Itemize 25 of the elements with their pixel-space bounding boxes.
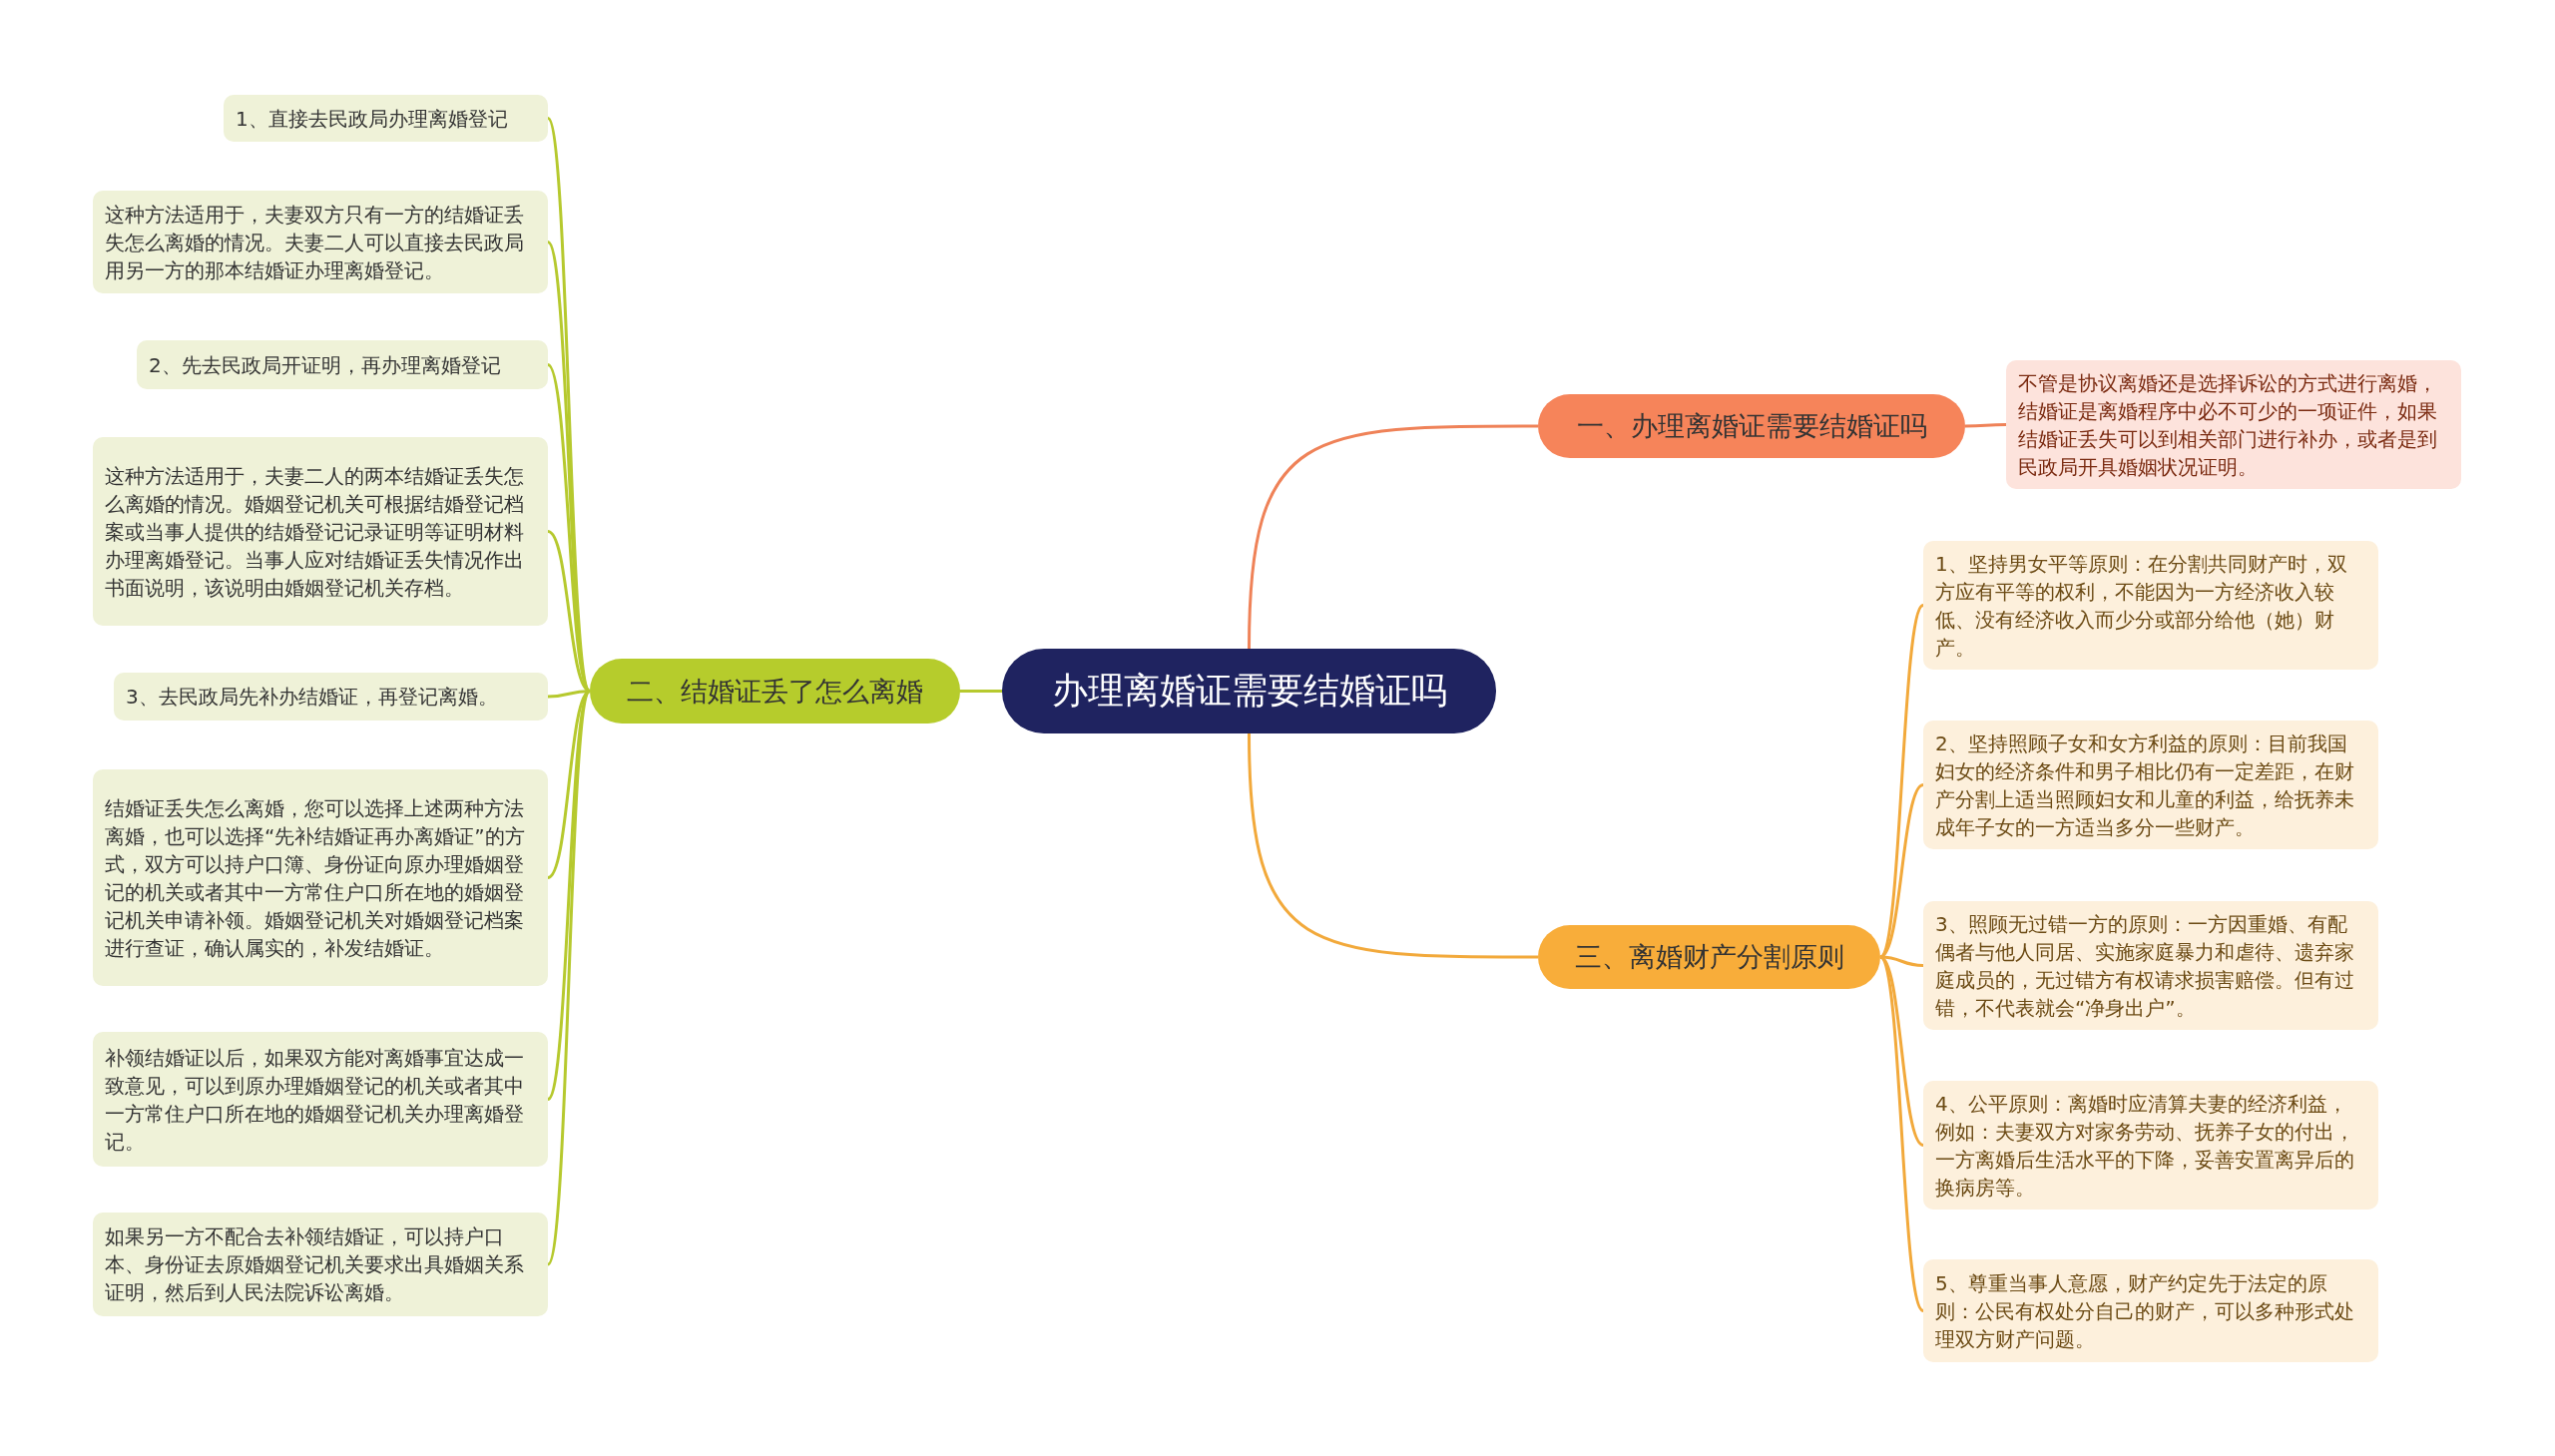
connector-line [1879, 783, 1924, 959]
connector-line [1879, 955, 1924, 1147]
note-box: 3、照顾无过错一方的原则：一方因重婚、有配偶者与他人同居、实施家庭暴力和虐待、遗弃家庭成员的，无过错方有权请求损害赔偿。但有过错，不代表就会“净身出户”。 [1923, 901, 2378, 1030]
note-box: 结婚证丢失怎么离婚，您可以选择上述两种方法离婚，也可以选择“先补结婚证再办离婚证”的方式，双方可以持户口簿、身份证向原办理婚姻登记的机关或者其中一方常住户口所在地的婚姻登记机关申请补领。婚姻登记机关对婚姻登记档案进行查证，确认属实的，补发结婚证。 [93, 769, 548, 986]
connector-line [1965, 423, 2006, 428]
note-box: 如果另一方不配合去补领结婚证，可以持户口本、身份证去原婚姻登记机关要求出具婚姻关系证明，然后到人民法院诉讼离婚。 [93, 1213, 548, 1316]
central-topic: 办理离婚证需要结婚证吗 [1002, 649, 1496, 733]
connector-line [960, 690, 1002, 693]
note-box: 不管是协议离婚还是选择诉讼的方式进行离婚，结婚证是离婚程序中必不可少的一项证件，如果结婚证丢失可以到相关部门进行补办，或者是到民政局开具婚姻状况证明。 [2006, 360, 2461, 489]
connector-line [1248, 732, 1538, 959]
note-box: 1、坚持男女平等原则：在分割共同财产时，双方应有平等的权利，不能因为一方经济收入较低、没有经济收入而少分或部分给他（她）财产。 [1923, 541, 2378, 670]
note-box: 1、直接去民政局办理离婚登记 [224, 95, 548, 142]
connector-line [1248, 424, 1538, 650]
note-box: 补领结婚证以后，如果双方能对离婚事宜达成一致意见，可以到原办理婚姻登记的机关或者其中一方常住户口所在地的婚姻登记机关办理离婚登记。 [93, 1032, 548, 1167]
connector-line [1878, 956, 1925, 1312]
note-box: 3、去民政局先补办结婚证，再登记离婚。 [114, 673, 548, 721]
note-box: 2、先去民政局开证明，再办理离婚登记 [137, 340, 548, 389]
note-box: 4、公平原则：离婚时应清算夫妻的经济利益，例如：夫妻双方对家务劳动、抚养子女的付出，一方离婚后生活水平的下降，妥善安置离异后的换病房等。 [1923, 1081, 2378, 1210]
branch-topic: 一、办理离婚证需要结婚证吗 [1538, 394, 1965, 458]
note-box: 这种方法适用于，夫妻二人的两本结婚证丢失怎么离婚的情况。婚姻登记机关可根据结婚登记档案或当事人提供的结婚登记记录证明等证明材料办理离婚登记。当事人应对结婚证丢失情况作出书面说明，该说明由婚姻登记机关存档。 [93, 437, 548, 626]
note-box: 2、坚持照顾子女和女方利益的原则：目前我国妇女的经济条件和男子相比仍有一定差距，在财产分割上适当照顾妇女和儿童的利益，给抚养未成年子女的一方适当多分一些财产。 [1923, 721, 2378, 849]
branch-topic: 二、结婚证丢了怎么离婚 [590, 659, 960, 724]
branch-topic: 三、离婚财产分割原则 [1538, 925, 1880, 989]
note-box: 这种方法适用于，夫妻双方只有一方的结婚证丢失怎么离婚的情况。夫妻二人可以直接去民政局用另一方的那本结婚证办理离婚登记。 [93, 191, 548, 293]
note-box: 5、尊重当事人意愿，财产约定先于法定的原则：公民有权处分自己的财产，可以多种形式处理双方财产问题。 [1923, 1259, 2378, 1362]
